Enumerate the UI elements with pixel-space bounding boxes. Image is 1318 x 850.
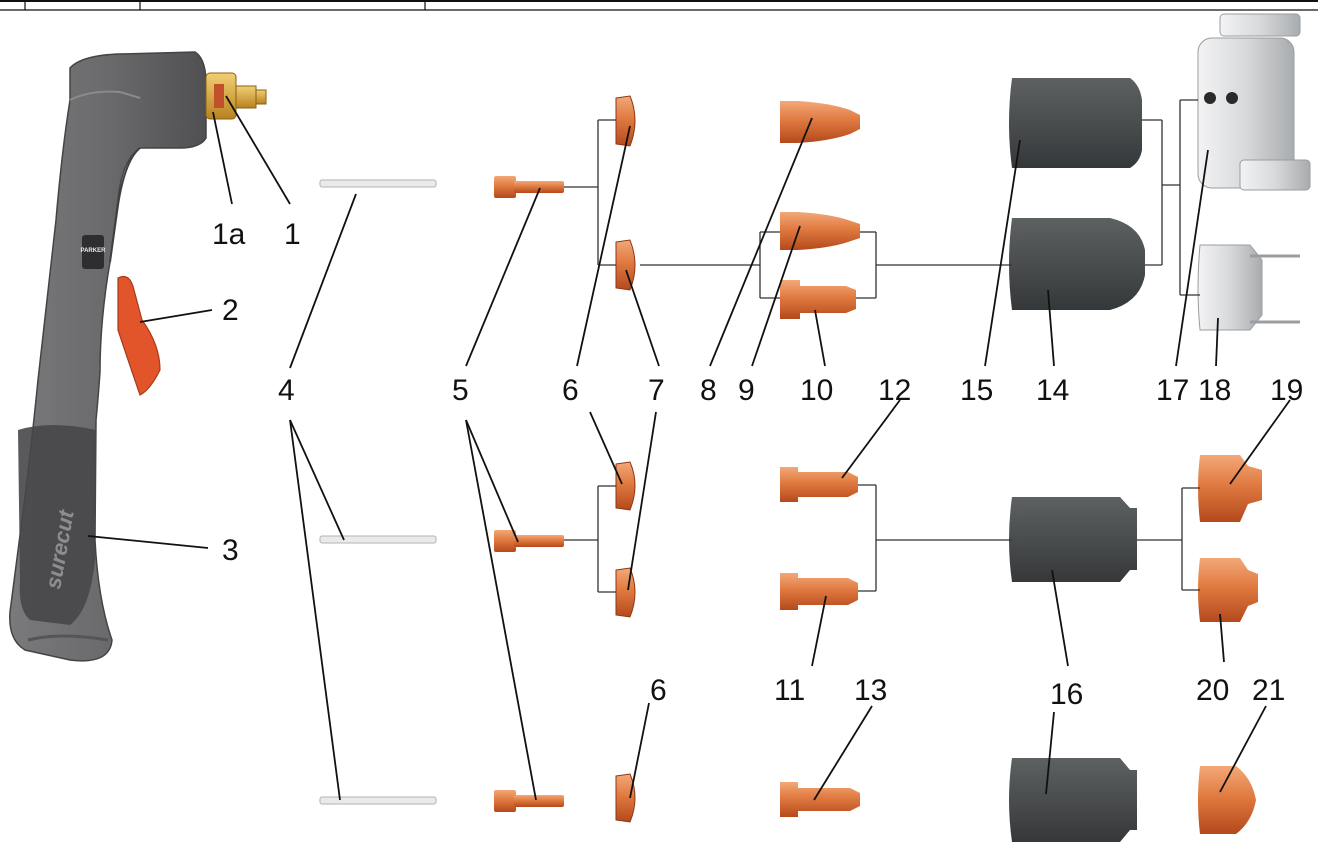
part-4-tube-row2 <box>320 536 436 543</box>
part-8-tip <box>780 101 860 143</box>
callout-12: 12 <box>878 374 911 407</box>
part-6-swirl-ring-row3 <box>616 774 635 822</box>
part-7-swirl-ring-row1 <box>616 240 635 290</box>
callout-15: 15 <box>960 374 993 407</box>
part-21-shield-cup <box>1198 766 1256 834</box>
header-rule <box>0 1 1318 10</box>
callout-8: 8 <box>700 374 717 407</box>
callout-17: 17 <box>1156 374 1189 407</box>
part-7-swirl-ring-row2 <box>616 568 635 617</box>
part-9-tip <box>780 212 860 250</box>
callout-1: 1 <box>284 218 301 251</box>
callout-labels: 1a 1 2 3 4 5 6 7 8 9 10 12 15 14 17 18 1… <box>212 218 1303 711</box>
callout-9: 9 <box>738 374 755 407</box>
callout-16: 16 <box>1050 678 1083 711</box>
torch-handle <box>10 52 206 661</box>
part-6-swirl-ring-row1 <box>616 96 635 146</box>
part-14-retaining-cap <box>1009 218 1145 310</box>
part-4-tube-row3 <box>320 797 436 804</box>
part-13-tip <box>780 782 860 817</box>
callout-6-top: 6 <box>562 374 579 407</box>
part-16-retaining-cap-row2 <box>1009 497 1137 582</box>
callout-20: 20 <box>1196 674 1229 707</box>
part-10-tip <box>780 280 856 319</box>
part-20-shield-cup <box>1198 558 1258 622</box>
callout-19: 19 <box>1270 374 1303 407</box>
callout-2: 2 <box>222 294 239 327</box>
callout-7-top: 7 <box>648 374 665 407</box>
torch-trigger <box>118 277 160 396</box>
part-17-shield-guide <box>1198 14 1310 190</box>
callout-21: 21 <box>1252 674 1285 707</box>
svg-text:PARKER: PARKER <box>81 248 107 254</box>
part-15-retaining-cap <box>1009 78 1142 168</box>
callout-18: 18 <box>1198 374 1231 407</box>
callout-10: 10 <box>800 374 833 407</box>
leader-lines <box>88 96 1290 800</box>
callout-3: 3 <box>222 534 239 567</box>
part-19-shield-cup <box>1198 455 1262 522</box>
part-5-electrode-row1 <box>494 176 564 198</box>
callout-5-top: 5 <box>452 374 469 407</box>
parker-logo: PARKER <box>81 235 107 269</box>
callout-4: 4 <box>278 374 295 407</box>
callout-6-mid: 6 <box>650 674 667 707</box>
callout-11: 11 <box>774 674 805 707</box>
part-5-electrode-row3 <box>494 790 564 812</box>
part-16-retaining-cap-row3 <box>1009 758 1137 842</box>
part-6-swirl-ring-row2 <box>616 462 635 510</box>
part-11-tip <box>780 573 858 610</box>
part-4-tube-row1 <box>320 180 436 187</box>
callout-14: 14 <box>1036 374 1069 407</box>
callout-13: 13 <box>854 674 887 707</box>
part-5-electrode-row2 <box>494 530 564 552</box>
callout-1a: 1a <box>212 218 246 251</box>
part-18-shield-standoff <box>1198 245 1300 330</box>
